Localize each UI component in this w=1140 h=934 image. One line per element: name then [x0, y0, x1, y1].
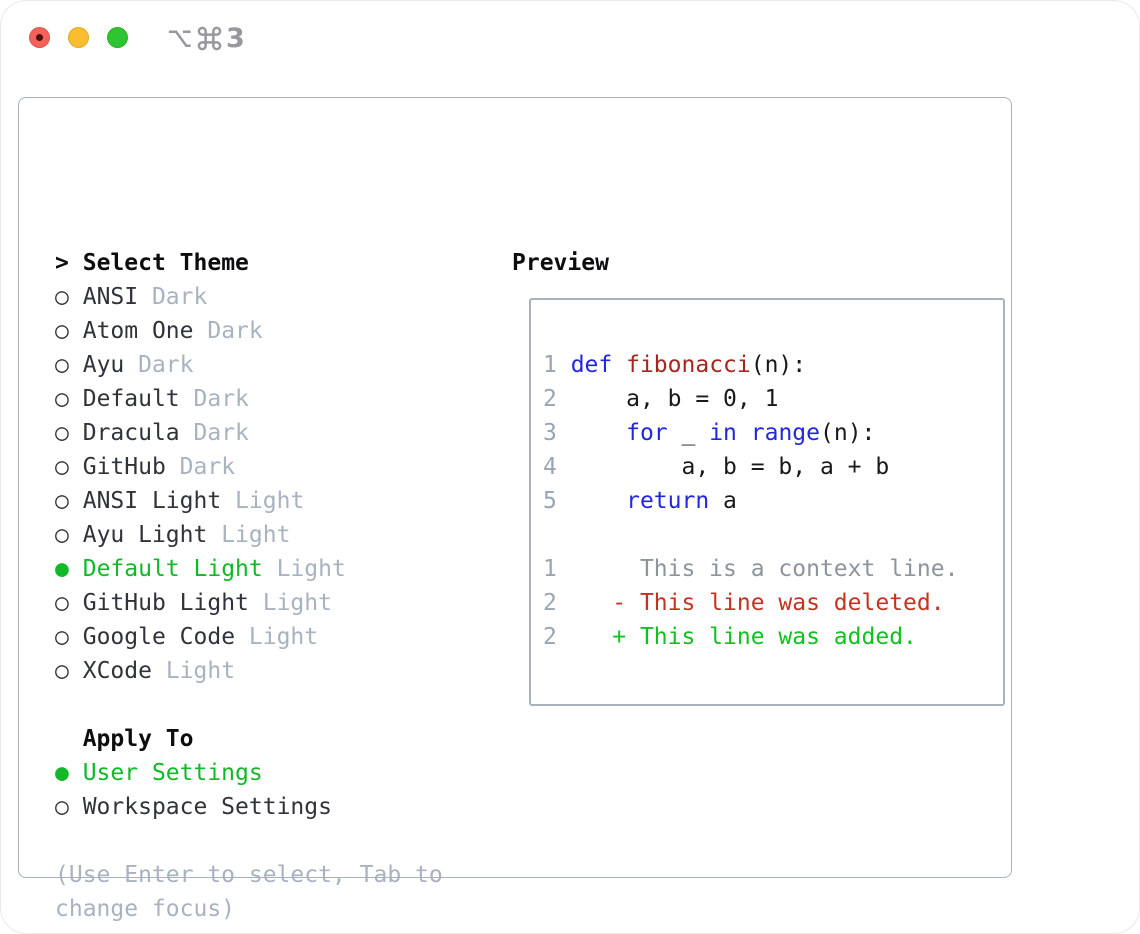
theme-variant-label: Dark	[193, 318, 263, 344]
theme-option-default-light[interactable]: ● Default Light Light	[55, 552, 346, 586]
theme-option-dracula[interactable]: ○ Dracula Dark	[55, 416, 346, 450]
preview-line: 2 - This line was deleted.	[543, 590, 945, 616]
theme-option-ayu[interactable]: ○ Ayu Dark	[55, 348, 346, 382]
radio-unselected-icon: ○	[55, 352, 69, 378]
preview-line: 4 a, b = b, a + b	[543, 454, 890, 480]
preview-box: 1 def fibonacci(n): 2 a, b = 0, 1 3 for _ …	[529, 298, 1005, 706]
theme-variant-label: Dark	[138, 284, 208, 310]
option-icon	[166, 25, 193, 52]
preview-title: Preview	[512, 250, 609, 276]
theme-list-header: > Select Theme	[55, 246, 346, 280]
theme-variant-label: Light	[235, 624, 319, 650]
titlebar: 3	[0, 0, 1140, 75]
radio-selected-icon: ●	[55, 760, 69, 786]
radio-selected-icon: ●	[55, 556, 69, 582]
theme-variant-label: Dark	[165, 454, 236, 480]
radio-unselected-icon: ○	[55, 794, 69, 820]
theme-option-github-light[interactable]: ○ GitHub Light Light	[55, 586, 346, 620]
theme-variant-label: Light	[248, 590, 332, 616]
preview-code: 1 def fibonacci(n): 2 a, b = 0, 1 3 for _ …	[543, 348, 958, 654]
theme-option-atom-one[interactable]: ○ Atom One Dark	[55, 314, 346, 348]
radio-unselected-icon: ○	[55, 590, 69, 616]
theme-list: > Select Theme ○ ANSI Dark○ Atom One Dar…	[55, 246, 346, 688]
radio-unselected-icon: ○	[55, 624, 69, 650]
theme-option-ansi[interactable]: ○ ANSI Dark	[55, 280, 346, 314]
radio-unselected-icon: ○	[55, 658, 69, 684]
cursor-marker-icon: >	[55, 250, 69, 276]
theme-option-xcode[interactable]: ○ XCode Light	[55, 654, 346, 688]
apply-option-label: User Settings	[68, 760, 263, 786]
hint-text: (Use Enter to select, Tab to change focus…	[55, 858, 443, 926]
theme-option-label: XCode	[82, 658, 152, 684]
theme-option-label: GitHub Light	[82, 590, 249, 616]
theme-variant-label: Light	[262, 556, 346, 582]
theme-list-title: Select Theme	[82, 250, 249, 276]
hint-line: (Use Enter to select, Tab to	[55, 862, 443, 888]
theme-variant-label: Light	[151, 658, 236, 684]
minimize-button[interactable]	[68, 27, 89, 48]
radio-unselected-icon: ○	[55, 420, 69, 446]
radio-unselected-icon: ○	[55, 318, 69, 344]
command-icon	[196, 25, 223, 52]
preview-line: 1 def fibonacci(n):	[543, 352, 807, 378]
radio-unselected-icon: ○	[55, 488, 69, 514]
radio-unselected-icon: ○	[55, 522, 69, 548]
theme-option-github[interactable]: ○ GitHub Dark	[55, 450, 346, 484]
preview-line: 5 return a	[543, 488, 737, 514]
theme-option-label: Ayu Light	[82, 522, 208, 548]
theme-option-label: GitHub	[82, 454, 166, 480]
theme-variant-label: Dark	[124, 352, 194, 378]
theme-option-ansi-light[interactable]: ○ ANSI Light Light	[55, 484, 346, 518]
preview-line: 3 for _ in range(n):	[543, 420, 876, 446]
theme-option-google-code[interactable]: ○ Google Code Light	[55, 620, 346, 654]
theme-option-label: Google Code	[82, 624, 236, 650]
hint-line: change focus)	[55, 896, 236, 922]
theme-variant-label: Dark	[179, 420, 249, 446]
zoom-button[interactable]	[107, 27, 128, 48]
apply-to-section: Apply To ● User Settings○ Workspace Sett…	[55, 722, 332, 824]
apply-option-user-settings[interactable]: ● User Settings	[55, 756, 332, 790]
traffic-lights	[29, 27, 128, 48]
apply-to-header: Apply To	[82, 726, 194, 752]
theme-option-default[interactable]: ○ Default Dark	[55, 382, 346, 416]
apply-option-workspace-settings[interactable]: ○ Workspace Settings	[55, 790, 332, 824]
theme-option-label: Dracula	[82, 420, 180, 446]
radio-unselected-icon: ○	[55, 284, 69, 310]
radio-unselected-icon: ○	[55, 386, 69, 412]
radio-unselected-icon: ○	[55, 454, 69, 480]
theme-option-label: Default Light	[82, 556, 263, 582]
close-button[interactable]	[29, 27, 50, 48]
theme-option-label: Default	[82, 386, 180, 412]
preview-line: 2 a, b = 0, 1	[543, 386, 779, 412]
theme-option-ayu-light[interactable]: ○ Ayu Light Light	[55, 518, 346, 552]
theme-variant-label: Dark	[179, 386, 249, 412]
main-panel: > Select Theme ○ ANSI Dark○ Atom One Dar…	[18, 97, 1012, 922]
shortcut-number: 3	[226, 22, 245, 54]
apply-to-option-list: ● User Settings○ Workspace Settings	[55, 756, 332, 824]
theme-variant-label: Light	[207, 522, 291, 548]
theme-option-label: Atom One	[82, 318, 194, 344]
theme-option-list: ○ ANSI Dark○ Atom One Dark○ Ayu Dark○ De…	[55, 280, 346, 688]
theme-option-label: ANSI Light	[82, 488, 222, 514]
apply-option-label: Workspace Settings	[68, 794, 332, 820]
window-title-shortcut: 3	[166, 21, 245, 55]
preview-line	[543, 518, 958, 552]
theme-option-label: Ayu	[82, 352, 125, 378]
theme-variant-label: Light	[221, 488, 305, 514]
preview-line: 1 This is a context line.	[543, 556, 959, 582]
preview-line: 2 + This line was added.	[543, 624, 917, 650]
theme-option-label: ANSI	[82, 284, 139, 310]
